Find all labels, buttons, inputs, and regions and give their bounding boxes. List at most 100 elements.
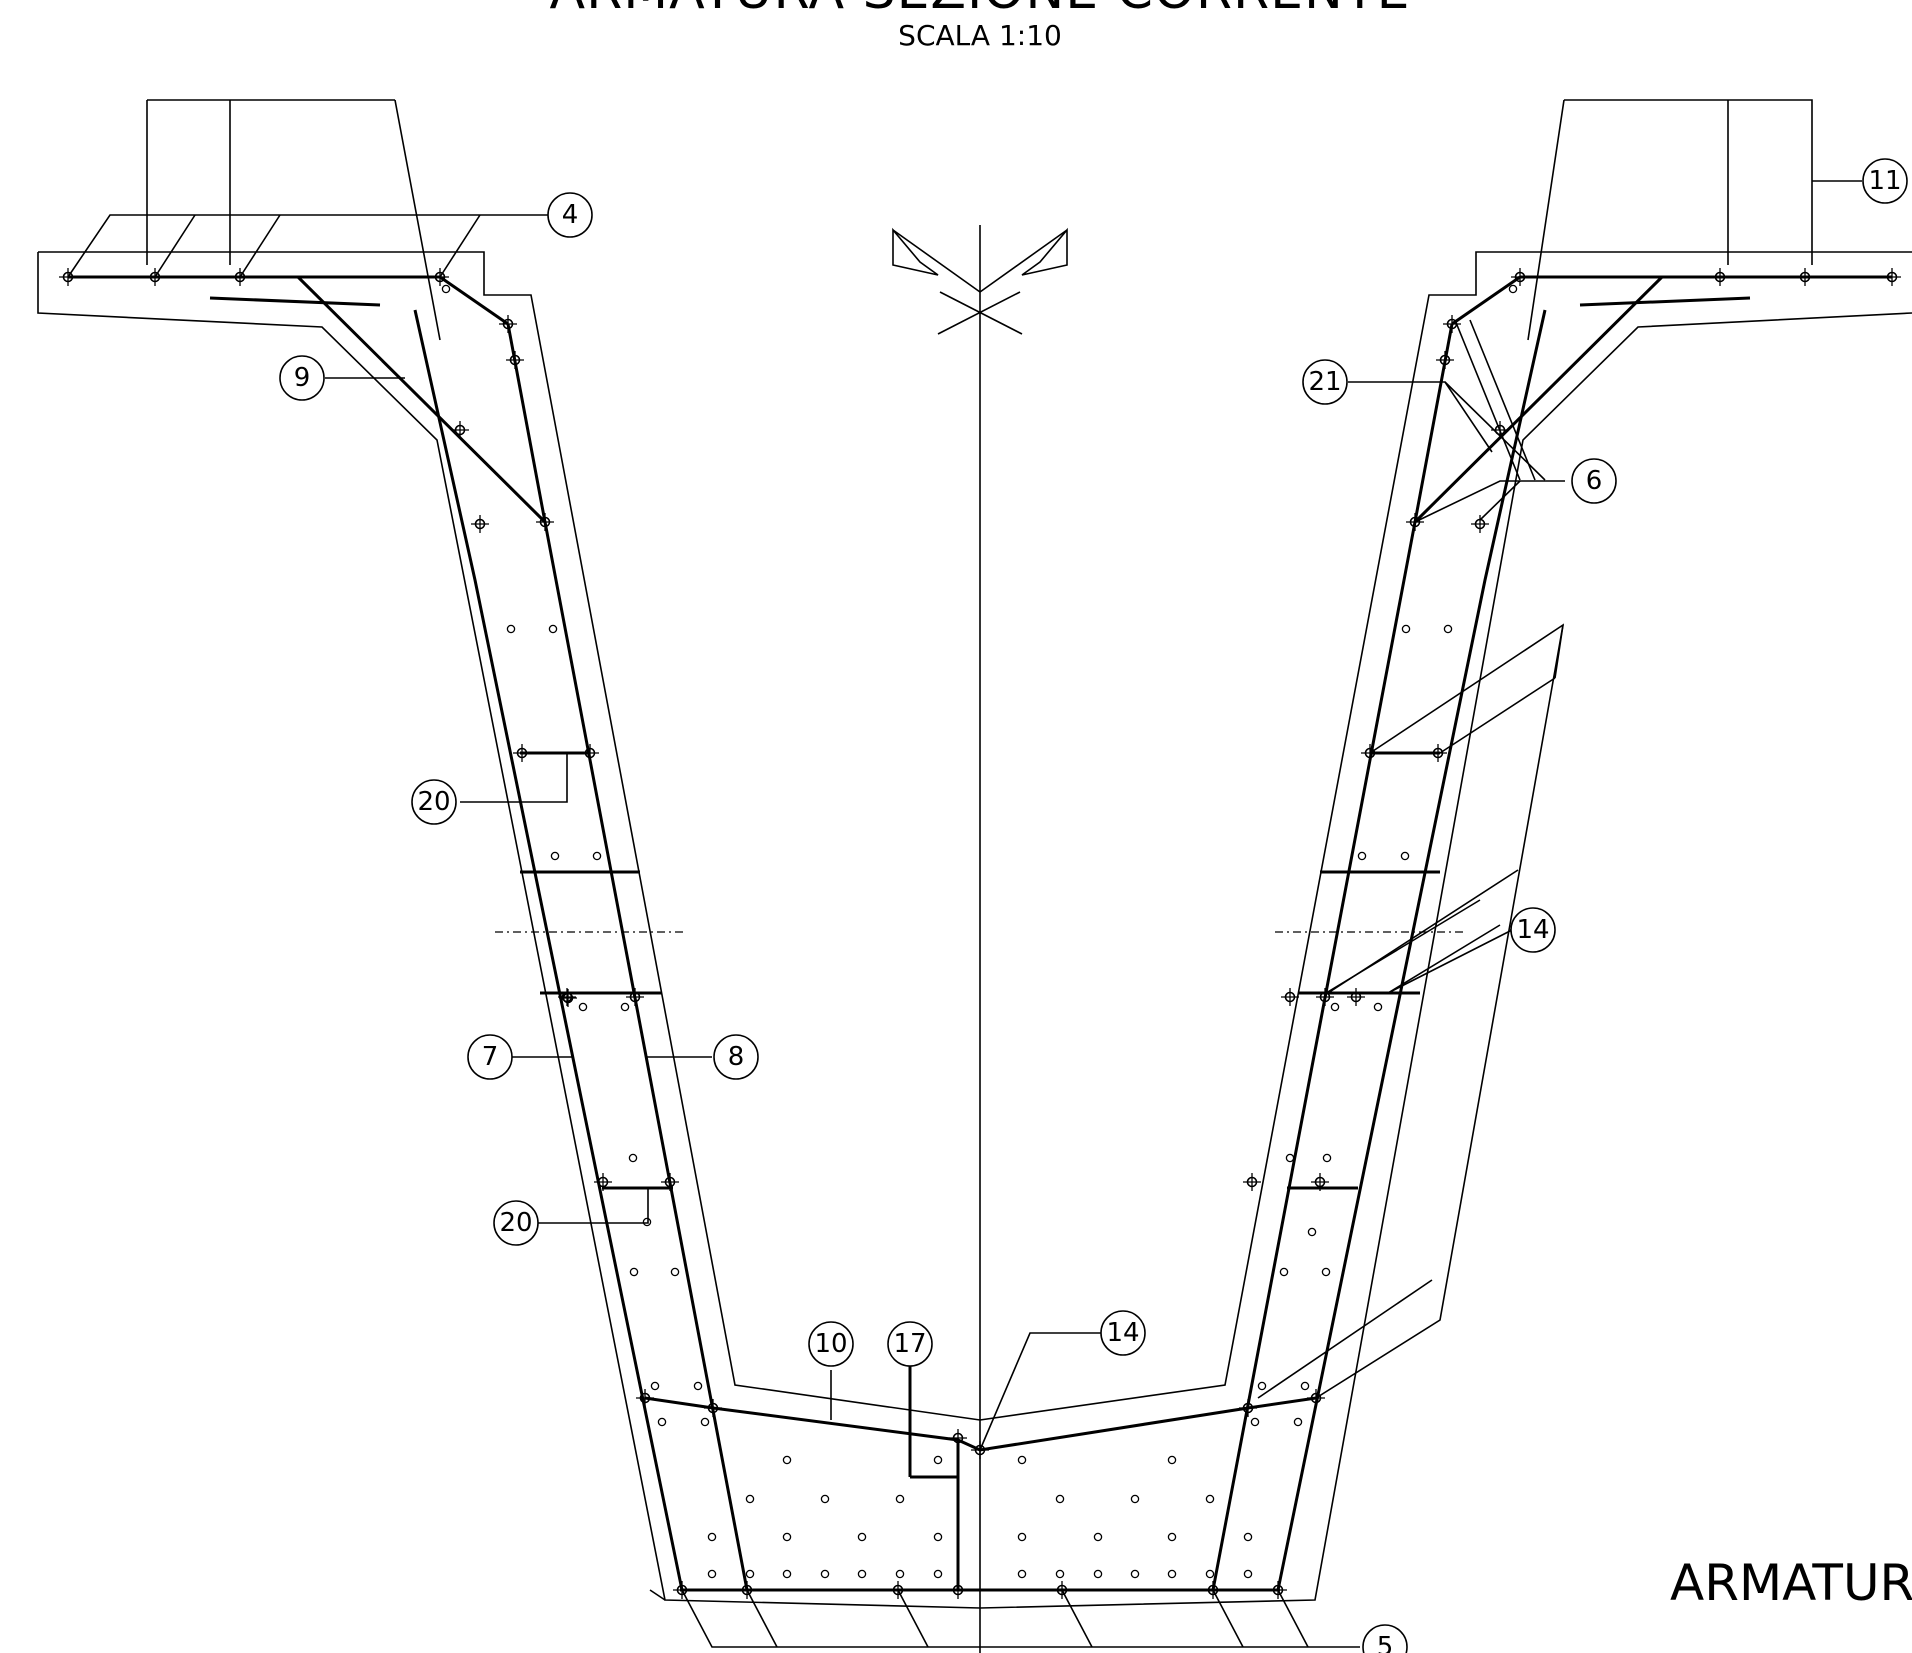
rebar-marker <box>499 315 517 333</box>
bar-dot <box>1130 1494 1140 1504</box>
label-17: 17 <box>887 1321 933 1367</box>
bar-dot <box>745 1569 755 1579</box>
rebar-marker <box>513 744 531 762</box>
rebar-marker <box>661 1173 679 1191</box>
drawing-title: ARMATURA SEZIONE CORRENTE <box>550 0 1411 21</box>
label-4: 4 <box>547 192 593 238</box>
rebar-marker <box>1243 1173 1261 1191</box>
bar-dot <box>1401 624 1411 634</box>
bar-dot <box>670 1267 680 1277</box>
bar-dot <box>550 851 560 861</box>
bar-dot <box>857 1532 867 1542</box>
rebar-marker <box>1471 515 1489 533</box>
symmetry-axis <box>892 225 1068 1653</box>
label-9: 9 <box>279 355 325 401</box>
rebar-marker <box>559 989 577 1007</box>
rebar-marker <box>581 744 599 762</box>
bar-dot <box>629 1267 639 1277</box>
bar-dots <box>441 284 1518 1579</box>
label-14-center: 14 <box>1100 1310 1146 1356</box>
bar-dot <box>657 1417 667 1427</box>
main-rebars <box>68 275 1892 1592</box>
bar-dot <box>1017 1569 1027 1579</box>
bar-dot <box>1093 1532 1103 1542</box>
svg-text:5: 5 <box>1377 1632 1394 1653</box>
svg-text:4: 4 <box>562 200 579 230</box>
bar-dot <box>1330 1002 1340 1012</box>
label-7: 7 <box>467 1034 513 1080</box>
label-8: 8 <box>713 1034 759 1080</box>
bar-dot <box>441 284 451 294</box>
bar-dot <box>693 1381 703 1391</box>
svg-text:8: 8 <box>728 1042 745 1072</box>
svg-text:20: 20 <box>499 1208 532 1238</box>
bar-dot <box>1443 624 1453 634</box>
label-14-right: 14 <box>1510 907 1556 953</box>
rebar-marker <box>636 1389 654 1407</box>
svg-text:11: 11 <box>1868 166 1901 196</box>
bar-dot <box>642 1217 652 1227</box>
bar-dot <box>895 1494 905 1504</box>
rebar-marker <box>1316 988 1334 1006</box>
rebar-marker <box>1429 744 1447 762</box>
bar-dot <box>700 1417 710 1427</box>
bar-dot <box>650 1381 660 1391</box>
bar-dot <box>548 624 558 634</box>
bar-dot <box>506 624 516 634</box>
bar-dot <box>1017 1455 1027 1465</box>
label-20-upper: 20 <box>411 779 457 825</box>
bar-dot <box>857 1569 867 1579</box>
bar-dot <box>782 1455 792 1465</box>
bar-dot <box>1243 1532 1253 1542</box>
rebar-marker <box>1239 1399 1257 1417</box>
drawing-scale: SCALA 1:10 <box>898 19 1062 52</box>
bar-dot <box>1357 851 1367 861</box>
rebar-marker <box>1711 268 1729 286</box>
bar-dot <box>1257 1381 1267 1391</box>
svg-text:21: 21 <box>1308 367 1341 397</box>
bar-dot <box>745 1494 755 1504</box>
bar-dot <box>1167 1532 1177 1542</box>
rebar-marker <box>1281 988 1299 1006</box>
rebar-marker <box>704 1399 722 1417</box>
rebar-marker <box>949 1429 967 1447</box>
svg-text:7: 7 <box>482 1042 499 1072</box>
bar-dot <box>592 851 602 861</box>
svg-text:9: 9 <box>294 363 311 393</box>
bar-dot <box>1321 1267 1331 1277</box>
bar-dot <box>782 1532 792 1542</box>
label-6: 6 <box>1571 458 1617 504</box>
bar-dot <box>1400 851 1410 861</box>
bar-dot <box>933 1455 943 1465</box>
bar-dot <box>1279 1267 1289 1277</box>
rebar-marker <box>1796 268 1814 286</box>
label-21: 21 <box>1302 359 1348 405</box>
bar-dot <box>820 1494 830 1504</box>
bar-markers <box>59 268 1901 1599</box>
svg-text:6: 6 <box>1586 466 1603 496</box>
bar-dot <box>1285 1153 1295 1163</box>
side-title: ARMATURA <box>1670 1554 1912 1612</box>
label-5: 5 <box>1362 1624 1408 1653</box>
rebar-marker <box>1436 351 1454 369</box>
rebar-marker <box>1347 988 1365 1006</box>
bar-dot <box>1093 1569 1103 1579</box>
bar-dot <box>1205 1569 1215 1579</box>
rebar-marker <box>1511 268 1529 286</box>
bar-dot <box>933 1569 943 1579</box>
bar-dot <box>1055 1494 1065 1504</box>
rebar-marker <box>949 1581 967 1599</box>
svg-text:14: 14 <box>1516 915 1549 945</box>
svg-text:14: 14 <box>1106 1318 1139 1348</box>
svg-text:20: 20 <box>417 787 450 817</box>
bar-dot <box>1373 1002 1383 1012</box>
bar-dot <box>620 1002 630 1012</box>
bar-dot <box>1167 1569 1177 1579</box>
bar-dot <box>707 1569 717 1579</box>
bar-dot <box>933 1532 943 1542</box>
svg-text:17: 17 <box>893 1329 926 1359</box>
bar-dot <box>1130 1569 1140 1579</box>
rebar-marker <box>1443 315 1461 333</box>
bar-dot <box>895 1569 905 1579</box>
